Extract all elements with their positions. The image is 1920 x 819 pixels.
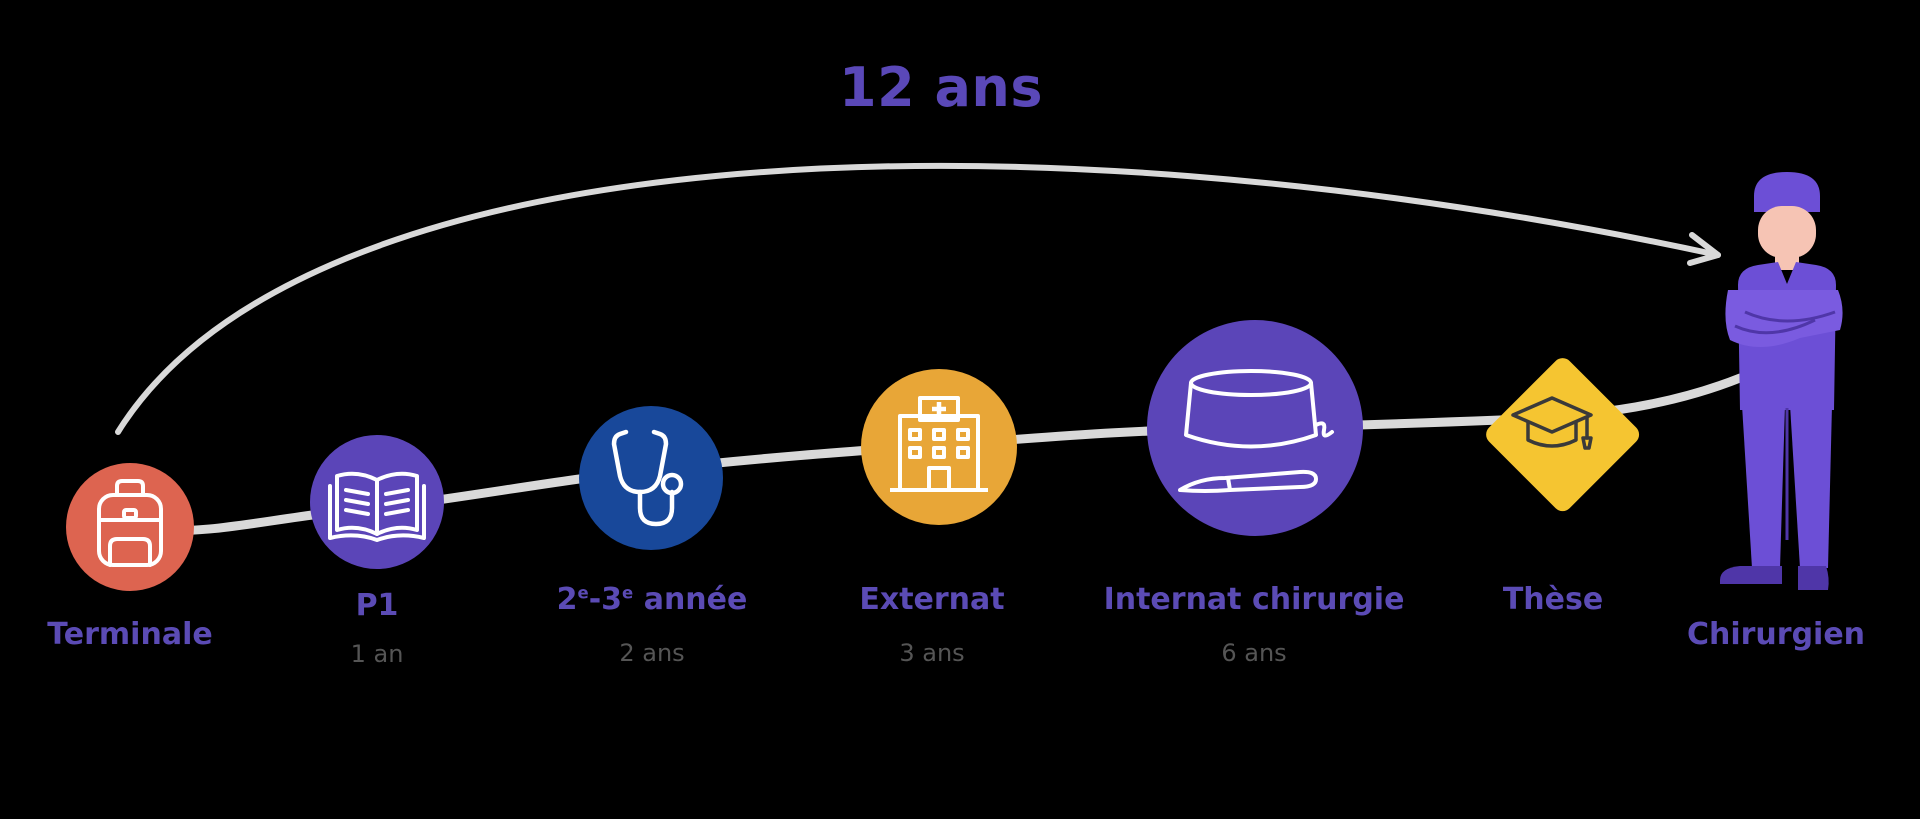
overall-span-arrow bbox=[115, 162, 1721, 435]
step-p1-node bbox=[310, 435, 444, 569]
step-these-node bbox=[1486, 358, 1640, 512]
step-label-chirurgien: Chirurgien bbox=[1686, 617, 1866, 652]
step-2e-3e-annee-node bbox=[579, 406, 723, 550]
step-terminale-node bbox=[66, 463, 194, 591]
arrow-head bbox=[1687, 232, 1721, 266]
step-label-these: Thèse bbox=[1502, 582, 1604, 617]
total-duration-title: 12 ans bbox=[839, 56, 1043, 119]
step-duration-p1: 1 an bbox=[350, 640, 404, 668]
surgeon-figure-icon bbox=[1720, 172, 1843, 590]
step-externat-node bbox=[861, 369, 1017, 525]
step-label-p1: P1 bbox=[355, 588, 399, 623]
step-label-2e-3e-annee: 2e-3e année bbox=[556, 582, 748, 617]
step-duration-externat: 3 ans bbox=[899, 639, 965, 667]
open-book-icon bbox=[328, 471, 426, 542]
step-internat-chirurgie-node bbox=[1147, 320, 1363, 536]
step-label-externat: Externat bbox=[859, 582, 1005, 617]
hospital-icon bbox=[890, 396, 988, 492]
step-label-terminale: Terminale bbox=[47, 617, 213, 652]
stethoscope-icon bbox=[611, 429, 684, 527]
step-duration-internat-chirurgie: 6 ans bbox=[1221, 639, 1287, 667]
step-label-internat-chirurgie: Internat chirurgie bbox=[1103, 582, 1405, 617]
graduation-cap-icon bbox=[1511, 396, 1593, 450]
surgical-cap-scalpel-icon bbox=[1178, 369, 1334, 493]
step-duration-2e-3e-annee: 2 ans bbox=[619, 639, 685, 667]
backpack-icon bbox=[97, 479, 163, 567]
